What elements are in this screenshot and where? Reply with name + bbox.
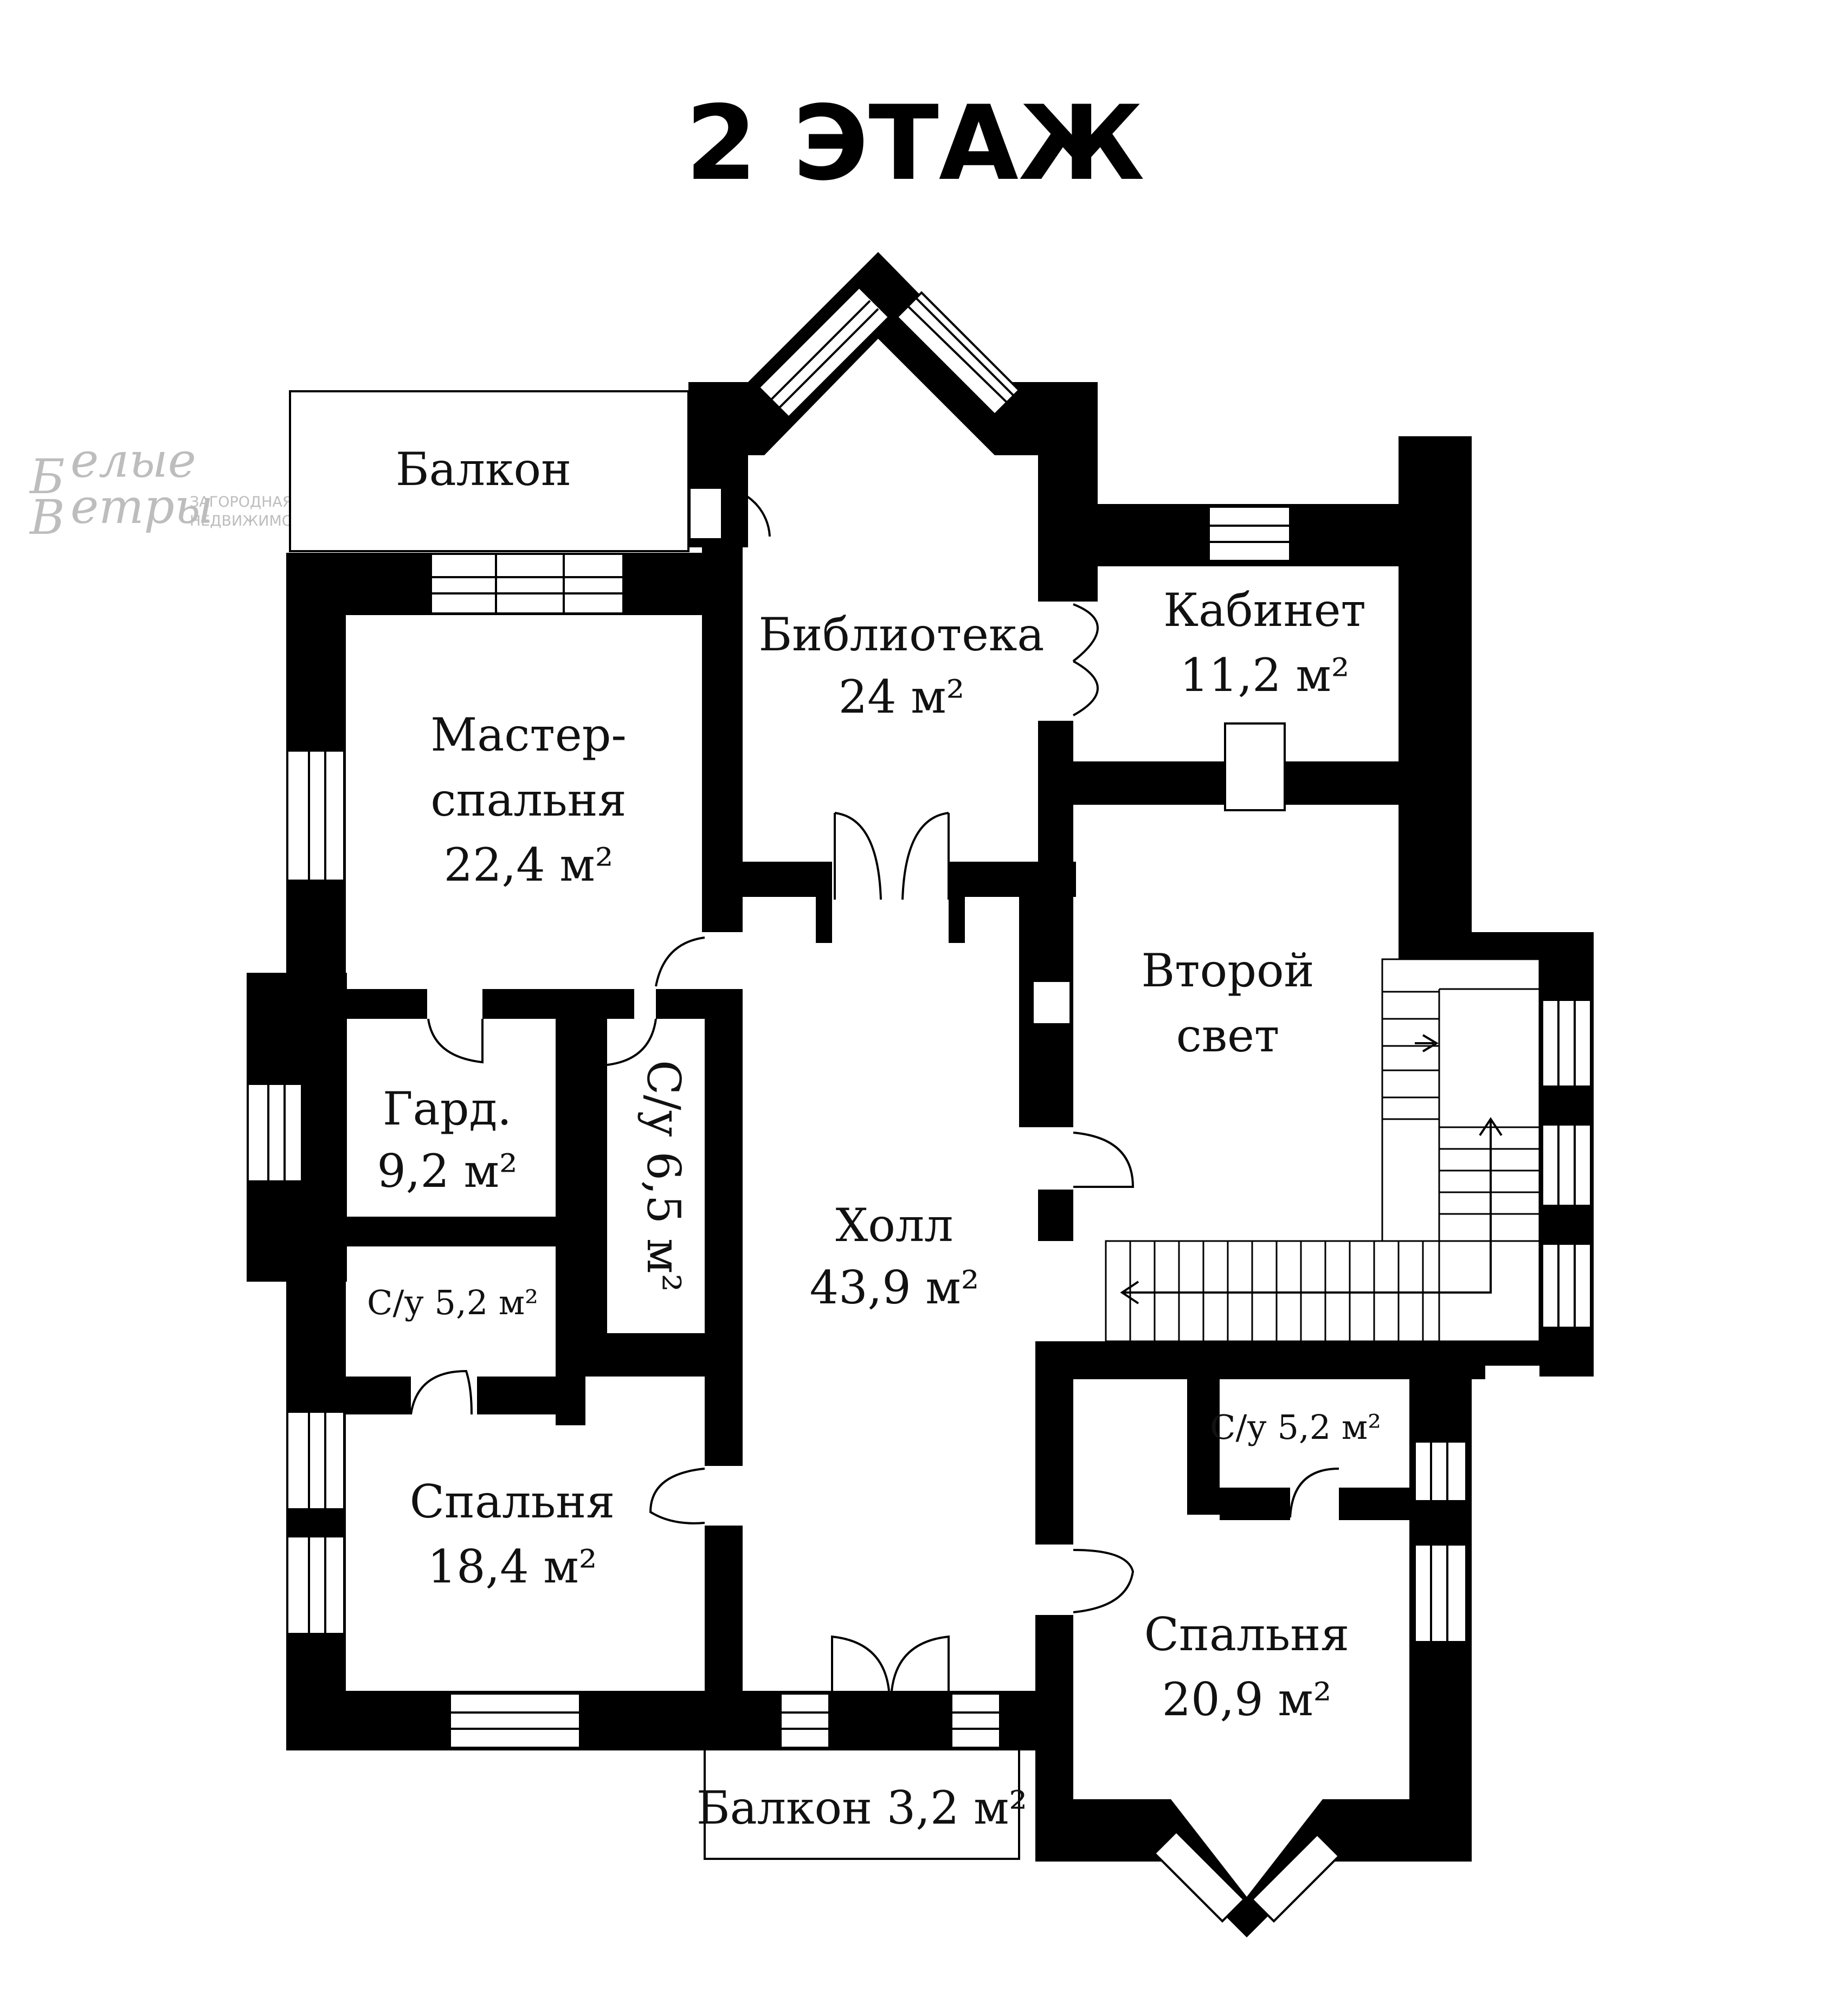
- windows: [247, 286, 1592, 1923]
- label-wardrobe-area: 9,2 м²: [377, 1145, 517, 1198]
- interior-walls: [346, 547, 1594, 1750]
- label-library-area: 24 м²: [839, 670, 965, 723]
- label-bedroom-left-name: Спальня: [410, 1475, 615, 1528]
- label-office-name: Кабинет: [1163, 584, 1366, 637]
- brand-logo: Б елые В етры ЗАГОРОДНАЯ НЕДВИЖИМОСТЬ: [29, 432, 323, 545]
- logo-tagline1: ЗАГОРОДНАЯ: [190, 494, 293, 511]
- doors: [410, 487, 1339, 1749]
- logo-brand-line2: етры: [70, 479, 214, 534]
- label-hall-name: Холл: [835, 1199, 953, 1252]
- logo-letter-b: Б: [29, 449, 65, 505]
- label-library-name: Библиотека: [759, 608, 1045, 661]
- label-office-area: 11,2 м²: [1180, 649, 1350, 702]
- label-second-light2: свет: [1176, 1009, 1280, 1062]
- label-bedroom-right-area: 20,9 м²: [1162, 1673, 1332, 1726]
- label-balcony-top: Балкон: [396, 443, 571, 496]
- label-hall-area: 43,9 м²: [810, 1261, 980, 1314]
- room-labels: Балкон Библиотека 24 м² Кабинет 11,2 м² …: [367, 443, 1381, 1834]
- label-bedroom-left-area: 18,4 м²: [428, 1540, 597, 1593]
- label-balcony-bottom: Балкон 3,2 м²: [697, 1781, 1027, 1834]
- floor-title: 2 ЭТАЖ: [685, 83, 1144, 203]
- label-master-name2: спальня: [430, 773, 626, 826]
- label-master-name1: Мастер-: [430, 708, 626, 761]
- label-bath-left: С/у 5,2 м²: [367, 1283, 538, 1322]
- staircase: [1105, 958, 1541, 1342]
- label-bath-right: С/у 5,2 м²: [1210, 1407, 1381, 1447]
- logo-letter-v: В: [29, 489, 65, 545]
- label-second-light1: Второй: [1141, 944, 1314, 997]
- label-wardrobe-name: Гард.: [383, 1082, 512, 1135]
- logo-brand-line1: елые: [70, 432, 196, 488]
- label-bedroom-right-name: Спальня: [1144, 1608, 1349, 1661]
- balcony-top-outline: [289, 390, 690, 552]
- label-master-area: 22,4 м²: [444, 838, 614, 891]
- label-bath-vertical: С/у 6,5 м²: [637, 1060, 690, 1292]
